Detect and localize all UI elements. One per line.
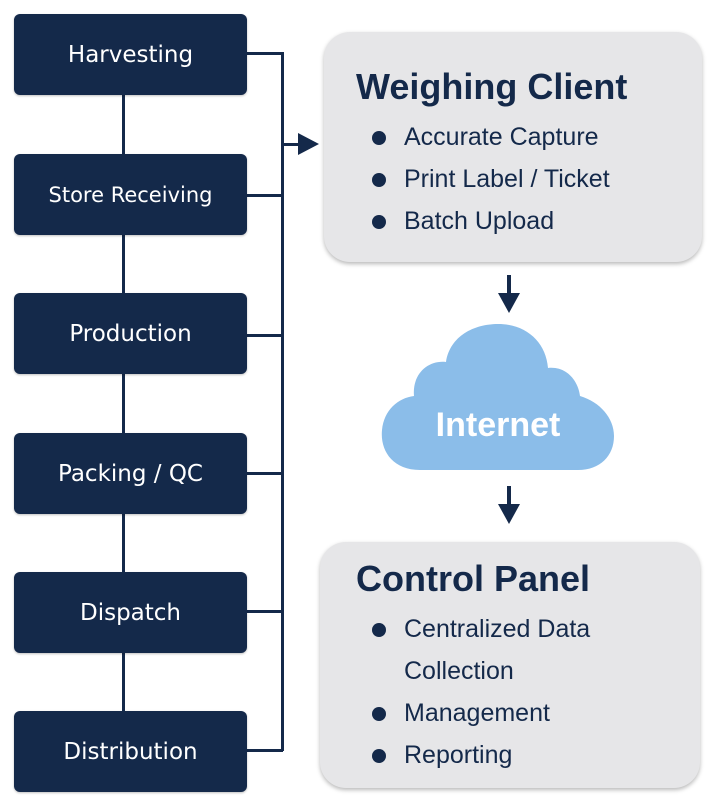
control-panel-features: Centralized Data Collection Management R… [372,608,590,776]
bullet-icon [372,173,386,187]
branch-line [247,749,283,752]
connector-line [122,514,125,574]
feature-item-continuation: Collection [404,657,514,685]
bullet-icon [372,131,386,145]
feature-item: Batch Upload [372,200,610,242]
step-dispatch: Dispatch [14,572,247,653]
feature-item: Reporting [372,734,590,776]
feature-item: Accurate Capture [372,116,610,158]
step-packing-qc: Packing / QC [14,433,247,514]
arrow-right-shaft [283,143,303,146]
step-store-receiving: Store Receiving [14,154,247,235]
branch-line [247,334,283,337]
branch-line [247,610,283,613]
branch-line [247,52,283,55]
step-distribution: Distribution [14,711,247,792]
bullet-icon [372,623,386,637]
branch-line [247,472,283,475]
connector-line [122,235,125,293]
step-harvesting: Harvesting [14,14,247,95]
weighing-client-features: Accurate Capture Print Label / Ticket Ba… [372,116,610,242]
internet-label: Internet [435,406,561,444]
cloud-icon [381,324,614,470]
arrow-right-icon [298,133,319,155]
weighing-client-title: Weighing Client [356,66,628,107]
internet-cloud: Internet [380,322,616,472]
connector-line [122,95,125,155]
step-production: Production [14,293,247,374]
bullet-icon [372,215,386,229]
control-panel-panel: Control Panel Centralized Data Collectio… [320,542,700,788]
connector-line [122,653,125,711]
collector-bus-line [281,52,284,751]
feature-item: Management [372,692,590,734]
feature-item: Centralized Data [372,608,590,650]
arrow-down-icon [498,275,520,315]
bullet-icon [372,707,386,721]
weighing-client-panel: Weighing Client Accurate Capture Print L… [324,32,702,262]
bullet-icon [372,749,386,763]
arrow-down-icon [498,486,520,526]
feature-item: Print Label / Ticket [372,158,610,200]
control-panel-title: Control Panel [356,558,591,599]
branch-line [247,194,283,197]
connector-line [122,374,125,434]
